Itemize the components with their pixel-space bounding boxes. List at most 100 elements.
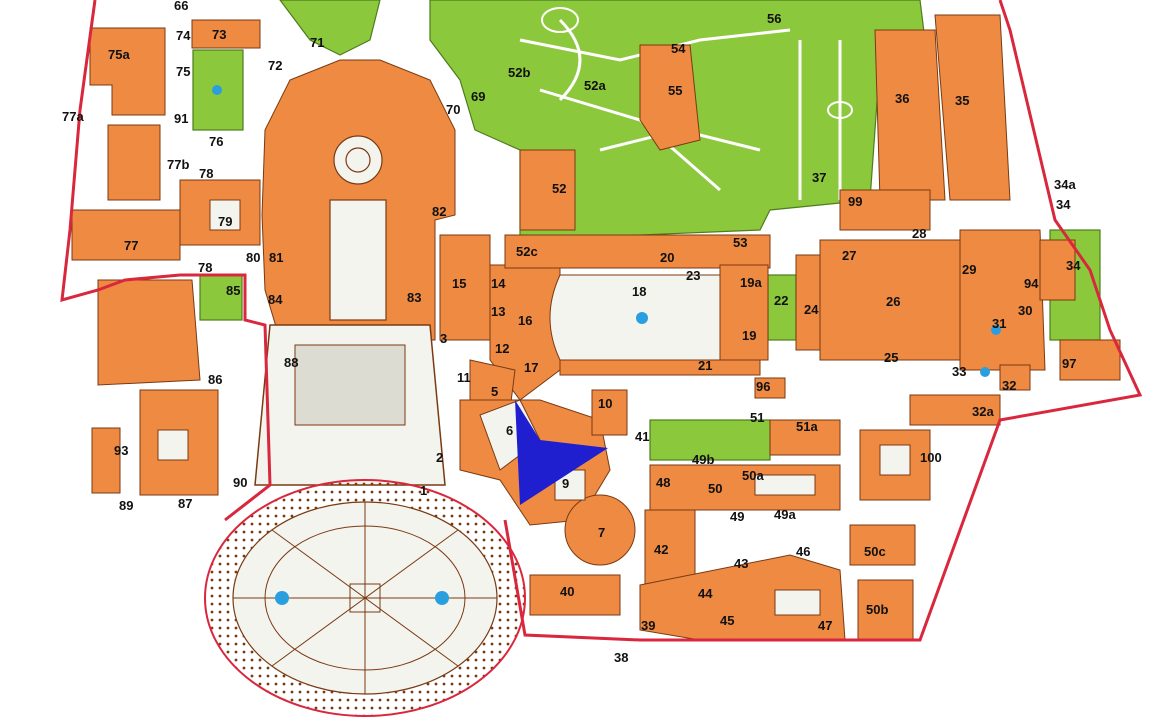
- label-82: 82: [432, 204, 446, 219]
- label-27: 27: [842, 248, 856, 263]
- label-21: 21: [698, 358, 712, 373]
- building-52: [519, 149, 576, 231]
- fountain-33: [980, 367, 990, 377]
- label-50a: 50a: [742, 468, 764, 483]
- label-10: 10: [598, 396, 612, 411]
- label-23: 23: [686, 268, 700, 283]
- label-66: 66: [174, 0, 188, 13]
- label-31: 31: [992, 316, 1006, 331]
- label-45: 45: [720, 613, 734, 628]
- label-36: 36: [895, 91, 909, 106]
- building-77b: [107, 124, 161, 201]
- label-41: 41: [635, 429, 649, 444]
- label-75: 75: [176, 64, 190, 79]
- label-97: 97: [1062, 356, 1076, 371]
- courtyards: [157, 199, 911, 616]
- label-85: 85: [226, 283, 240, 298]
- label-14: 14: [491, 276, 506, 291]
- label-34: 34: [1056, 197, 1071, 212]
- label-54: 54: [671, 41, 686, 56]
- label-13: 13: [491, 304, 505, 319]
- building-73: [191, 19, 261, 49]
- building-42: [644, 509, 696, 586]
- fountain-31: [991, 325, 1001, 335]
- building-50c: [849, 524, 916, 566]
- label-12: 12: [495, 341, 509, 356]
- label-52: 52: [552, 181, 566, 196]
- label-42: 42: [654, 542, 668, 557]
- building-40: [529, 574, 621, 616]
- building-96: [754, 377, 786, 399]
- label-80: 80: [246, 250, 260, 265]
- label-16: 16: [518, 313, 532, 328]
- label-32a: 32a: [972, 404, 994, 419]
- label-75a: 75a: [108, 47, 130, 62]
- building-97: [1059, 339, 1121, 381]
- garden-paths: [519, 7, 853, 200]
- building-55: [639, 44, 701, 151]
- label-50b: 50b: [866, 602, 888, 617]
- building-86-block: [97, 279, 201, 386]
- basilica-facade-steps: [294, 344, 406, 426]
- label-52b: 52b: [508, 65, 530, 80]
- label-53: 53: [733, 235, 747, 250]
- label-20: 20: [660, 250, 674, 265]
- label-56: 56: [767, 11, 781, 26]
- fountain-south: [435, 591, 449, 605]
- label-3: 3: [440, 331, 447, 346]
- label-78-bottom: 78: [198, 260, 212, 275]
- building-77: [71, 209, 181, 261]
- label-81: 81: [269, 250, 283, 265]
- label-55: 55: [668, 83, 682, 98]
- piazza-paving: [233, 502, 497, 694]
- label-39: 39: [641, 618, 655, 633]
- court-22: [767, 274, 797, 341]
- label-29: 29: [962, 262, 976, 277]
- building-50b: [857, 579, 914, 641]
- label-37: 37: [812, 170, 826, 185]
- label-38: 38: [614, 650, 628, 665]
- label-40: 40: [560, 584, 574, 599]
- garden-41: [649, 419, 771, 461]
- label-48: 48: [656, 475, 670, 490]
- label-18: 18: [632, 284, 646, 299]
- building-51a: [769, 419, 841, 456]
- label-52a: 52a: [584, 78, 606, 93]
- label-51: 51: [750, 410, 764, 425]
- basilica-dome: [329, 135, 387, 321]
- label-50c: 50c: [864, 544, 886, 559]
- label-47: 47: [818, 618, 832, 633]
- building-75a: [89, 27, 166, 116]
- label-11: 11: [457, 370, 471, 385]
- label-32: 32: [1002, 378, 1016, 393]
- label-77b: 77b: [167, 157, 189, 172]
- garden-85: [199, 274, 243, 321]
- label-84: 84: [268, 292, 283, 307]
- st-peters-square: [204, 324, 526, 717]
- building-36: [874, 29, 946, 201]
- building-32a: [909, 394, 1001, 426]
- label-94: 94: [1024, 276, 1039, 291]
- building-35: [934, 14, 1011, 201]
- label-96: 96: [756, 379, 770, 394]
- label-100: 100: [920, 450, 942, 465]
- label-91: 91: [174, 111, 188, 126]
- buildings: [71, 14, 1121, 641]
- map-labels: 1 2 3 5 6 7 9 10 11 12 13 14 15 16 17 18…: [62, 0, 1081, 665]
- label-34a: 34a: [1054, 177, 1076, 192]
- city-wall: [60, 0, 1143, 642]
- label-52c: 52c: [516, 244, 538, 259]
- court-100: [879, 444, 911, 476]
- label-26: 26: [886, 294, 900, 309]
- label-33: 33: [952, 364, 966, 379]
- label-15: 15: [452, 276, 466, 291]
- label-77a: 77a: [62, 109, 84, 124]
- label-88: 88: [284, 355, 298, 370]
- label-19: 19: [742, 328, 756, 343]
- label-2: 2: [436, 450, 443, 465]
- label-43: 43: [734, 556, 748, 571]
- label-1: 1: [420, 483, 427, 498]
- label-79: 79: [218, 214, 232, 229]
- label-35: 35: [955, 93, 969, 108]
- label-72: 72: [268, 58, 282, 73]
